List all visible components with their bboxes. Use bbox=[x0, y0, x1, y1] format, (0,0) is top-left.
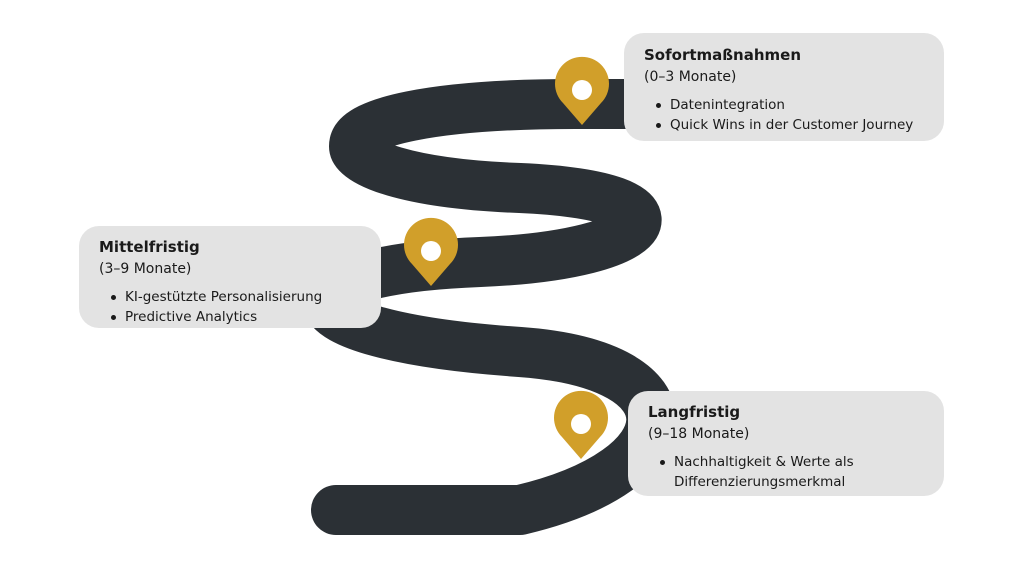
stage-card-langfristig: Langfristig (9–18 Monate) Nachhaltigkeit… bbox=[628, 391, 944, 496]
stage-card-mittelfristig: Mittelfristig (3–9 Monate) KI-gestützte … bbox=[79, 226, 381, 328]
stage-title: Sofortmaßnahmen bbox=[644, 46, 802, 64]
map-pin-icon bbox=[404, 217, 458, 286]
stage-period: (3–9 Monate) bbox=[99, 261, 192, 277]
map-pin-icon bbox=[554, 390, 608, 459]
stage-item-list: KI-gestützte Personalisierung Predictive… bbox=[99, 287, 363, 327]
stage-period: (9–18 Monate) bbox=[648, 426, 750, 442]
stage-item-list: Nachhaltigkeit & Werte als Differenzieru… bbox=[648, 452, 926, 492]
stage-period: (0–3 Monate) bbox=[644, 69, 737, 85]
list-item: Quick Wins in der Customer Journey bbox=[654, 115, 926, 135]
list-item: KI-gestützte Personalisierung bbox=[109, 287, 363, 307]
map-pin-icon bbox=[555, 56, 609, 125]
road-path bbox=[302, 79, 677, 535]
stage-title: Langfristig bbox=[648, 403, 741, 421]
stage-item-list: Datenintegration Quick Wins in der Custo… bbox=[644, 95, 926, 135]
stage-title: Mittelfristig bbox=[99, 238, 200, 256]
stage-card-sofortmassnahmen: Sofortmaßnahmen (0–3 Monate) Datenintegr… bbox=[624, 33, 944, 141]
list-item: Datenintegration bbox=[654, 95, 926, 115]
list-item: Predictive Analytics bbox=[109, 307, 363, 327]
list-item: Nachhaltigkeit & Werte als Differenzieru… bbox=[658, 452, 926, 492]
